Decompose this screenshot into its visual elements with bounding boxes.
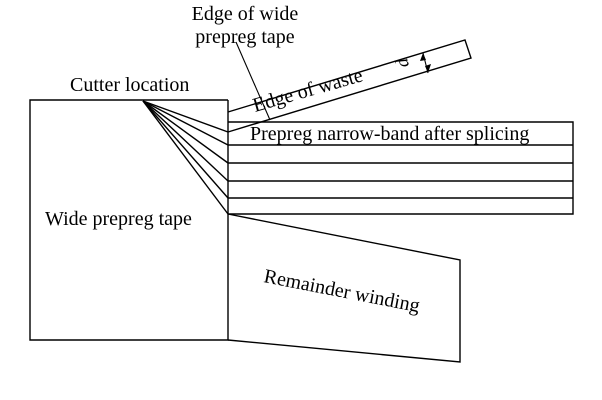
cutter-line-3: [142, 100, 229, 164]
remainder-winding-strip: [227, 213, 461, 363]
d-symbol-label: d: [391, 55, 413, 70]
cutter-line-4: [142, 100, 229, 182]
cutter-location-label: Cutter location: [70, 74, 189, 96]
edge-of-waste-label: Edge of waste: [250, 64, 365, 116]
narrow-band-label: Prepreg narrow-band after splicing: [250, 123, 529, 145]
edge-wide-label-line2: prepreg tape: [195, 26, 295, 48]
cutter-line-5: [142, 100, 229, 199]
edge-wide-leader: [235, 41, 271, 121]
wide-prepreg-tape-block: [29, 99, 229, 341]
wide-prepreg-tape-label: Wide prepreg tape: [45, 208, 192, 230]
d-dimension-arrow: [420, 52, 431, 74]
cutter-line-2: [142, 100, 229, 146]
cutter-fan-lines: [142, 100, 229, 215]
narrow-band-stack: [228, 121, 574, 215]
edge-wide-label-line1: Edge of wide: [192, 3, 299, 25]
remainder-winding-label: Remainder winding: [262, 265, 422, 317]
cutter-line-6: [142, 100, 229, 215]
waste-strip: [227, 39, 472, 133]
cutter-line-1: [142, 100, 229, 133]
